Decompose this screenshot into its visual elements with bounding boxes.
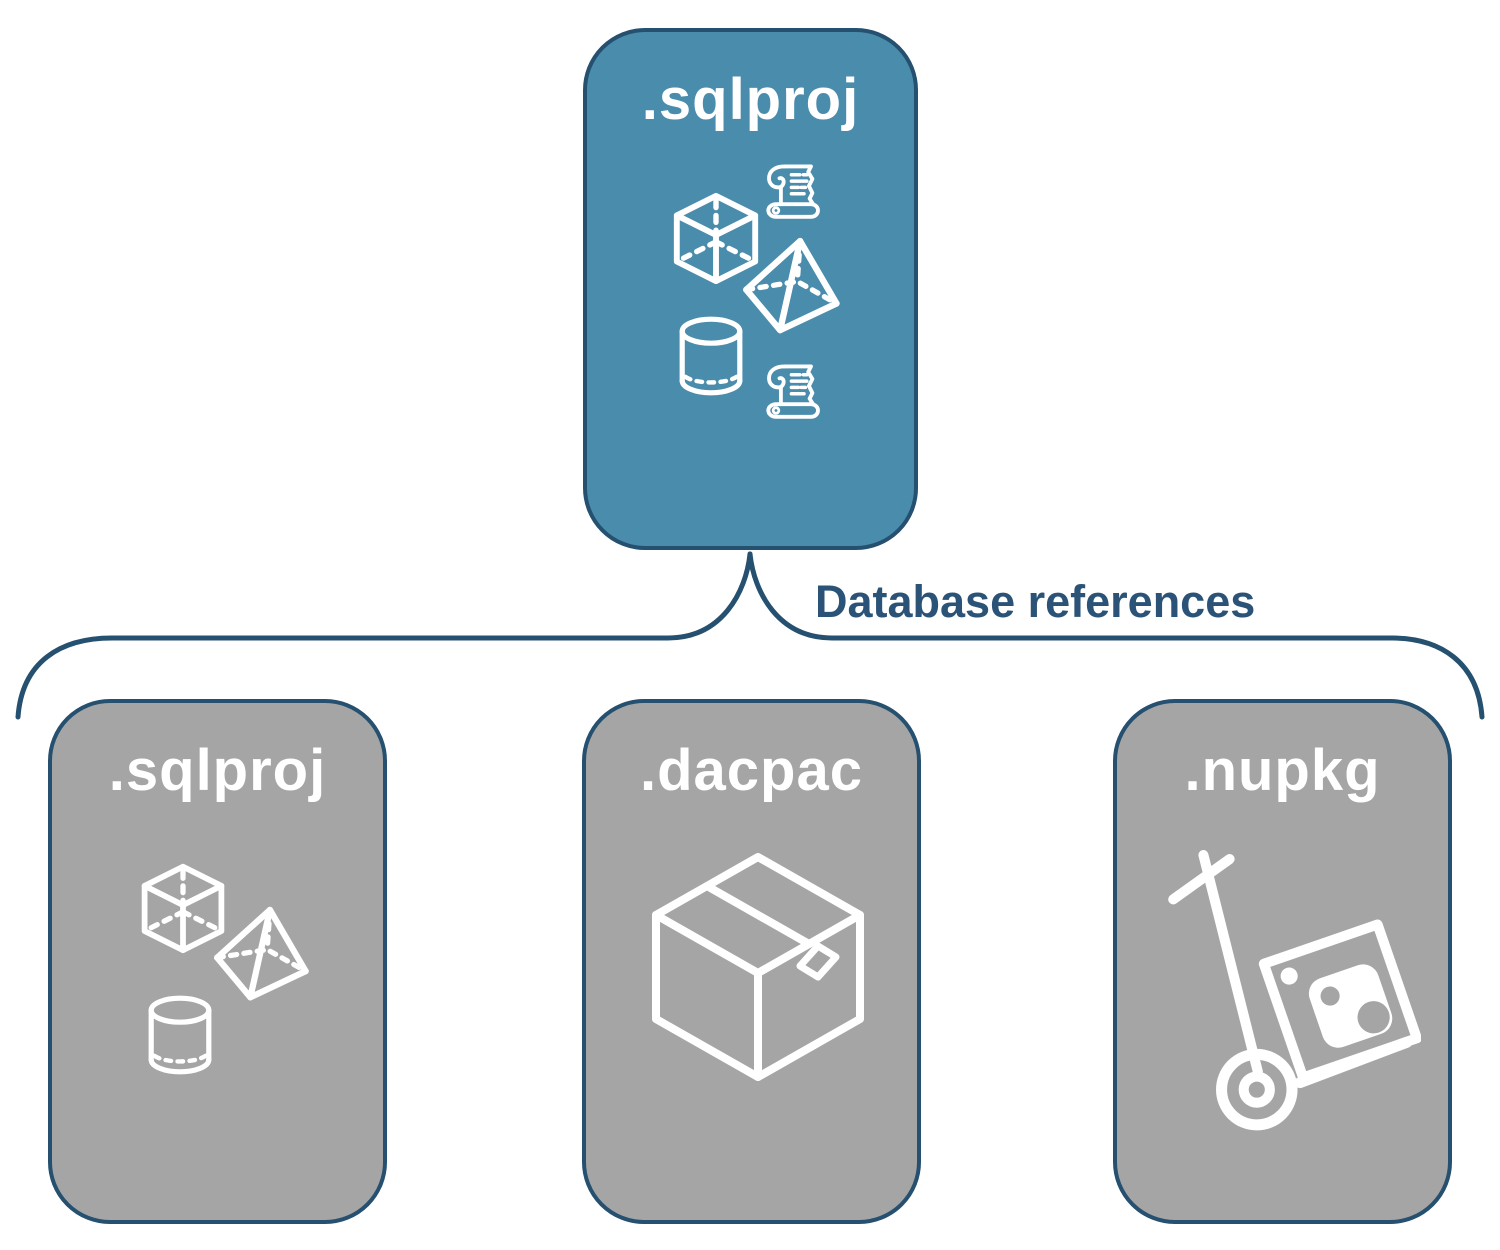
- cube-icon: [141, 863, 225, 954]
- scroll-icon: [766, 364, 820, 419]
- node-sqlproj-child: .sqlproj: [48, 699, 387, 1224]
- pyramid-icon: [214, 906, 309, 1001]
- connector-label: Database references: [815, 576, 1256, 627]
- pyramid-icon: [743, 237, 840, 334]
- cube-icon: [673, 192, 759, 285]
- node-nupkg-child: .nupkg: [1113, 699, 1452, 1224]
- child-node-label: .sqlproj: [108, 738, 327, 803]
- package-box-icon: [652, 853, 864, 1081]
- scroll-icon: [766, 164, 820, 219]
- node-sqlproj-parent: .sqlproj: [583, 28, 918, 550]
- node-dacpac-child: .dacpac: [582, 699, 921, 1224]
- cylinder-icon: [148, 995, 212, 1075]
- hand-truck-nuget-icon: [1168, 850, 1421, 1131]
- child-node-label: .dacpac: [640, 738, 863, 803]
- cylinder-icon: [679, 316, 743, 396]
- child-node-label: .nupkg: [1184, 738, 1381, 803]
- nuget-logo-icon: [1280, 964, 1393, 1048]
- brace-connector: [15, 551, 1485, 720]
- parent-node-label: .sqlproj: [641, 67, 860, 132]
